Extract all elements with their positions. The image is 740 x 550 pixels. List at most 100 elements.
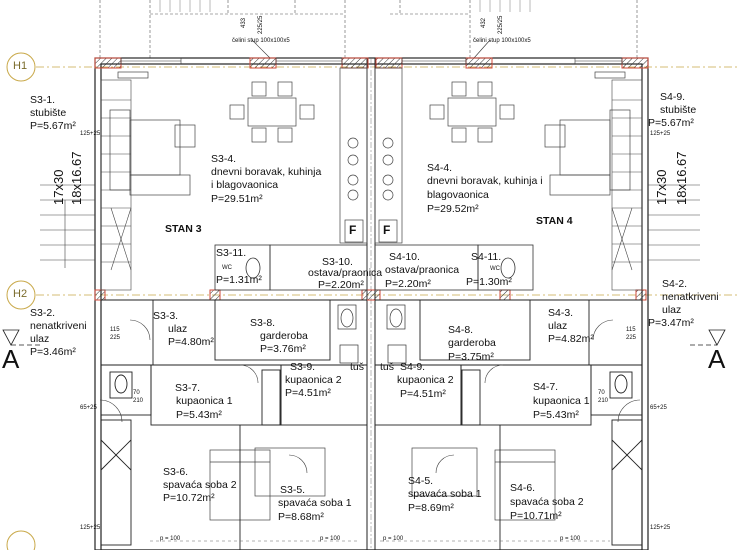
stan3-sofa [109, 71, 196, 196]
dim-65-right: 65+25 [650, 405, 667, 411]
dim-70-right: 70 [598, 390, 605, 396]
s3-3-area: P=4.80m² [168, 336, 214, 348]
s3-3-code: S3-3. [153, 310, 179, 322]
s3-8-area: P=3.76m² [260, 343, 306, 355]
dim-125-left-top: 125+25 [80, 131, 101, 137]
s3-11-area: P=1.31m² [216, 274, 262, 286]
s4-11-name: WC [490, 266, 500, 272]
s3-9-name: kupaonica 2 [285, 374, 342, 386]
s3-11-code: S3-11. [216, 247, 247, 259]
dim-125-right-bottom: 125+25 [650, 525, 671, 531]
s4-6-area: P=10.71m² [510, 510, 562, 522]
top-hatch-strip [159, 0, 531, 12]
s3-stair-dim-a: 17x30 [51, 169, 66, 205]
s4-7-name: kupaonica 1 [533, 395, 590, 407]
dim-125-left-bottom: 125+25 [80, 525, 101, 531]
s4-7-code: S4-7. [533, 381, 559, 393]
s4-10-name: ostava/praonica [385, 264, 460, 276]
s3-9-code: S3-9. [290, 361, 316, 373]
s3-10-name: ostava/praonica [308, 267, 383, 279]
s4-stair-dim-a: 17x30 [654, 169, 669, 205]
doors [99, 319, 641, 474]
dim-210-right: 210 [598, 398, 609, 404]
s3-6-area: P=10.72m² [163, 492, 215, 504]
s4-11-area: P=1.30m² [466, 276, 512, 288]
s4-4-l1: dnevni boravak, kuhinja i [427, 175, 543, 187]
top-dim-left-1: 433 [241, 17, 247, 28]
s3-2-l1: nenatkriveni [30, 320, 87, 332]
s4-4-l2: blagovaonica [427, 189, 489, 201]
bottom-dim-left: p = 100 [160, 536, 181, 542]
s4-9-area: P=5.67m² [648, 117, 694, 129]
s4-4-area: P=29.52m² [427, 203, 479, 215]
s3-stair-dim-b: 18x16.67 [69, 151, 84, 206]
s4-3-area: P=4.82m² [548, 333, 594, 345]
s4-9b-code: S4-9. [400, 361, 426, 373]
top-dim-right-1: 432 [481, 17, 487, 28]
s3-8-code: S3-8. [250, 317, 276, 329]
s3-7-code: S3-7. [175, 382, 201, 394]
top-dashed-lines [99, 0, 638, 58]
s3-1-code: S3-1. [30, 94, 56, 106]
s4-6-name: spavaća soba 2 [510, 496, 584, 508]
bedroom-walls [100, 419, 643, 550]
column-note-left: čelini stup 100x100x5 [232, 38, 290, 44]
steel-columns [94, 57, 649, 301]
stan4-dining [429, 81, 515, 143]
s4-tus: tuš [380, 361, 395, 373]
dim-210-left: 210 [133, 398, 144, 404]
section-mark-left: A [2, 344, 20, 374]
axis-label-h2: H2 [13, 288, 28, 300]
s4-stair-dim-b: 18x16.67 [674, 151, 689, 206]
s3-3-name: ulaz [168, 323, 188, 335]
s4-6-code: S4-6. [510, 482, 536, 494]
stan4-sofa [544, 71, 631, 196]
s4-7-area: P=5.43m² [533, 409, 579, 421]
s4-2-area: P=3.47m² [648, 317, 694, 329]
axis-label-h1: H1 [13, 60, 28, 72]
s4-10-area: P=2.20m² [385, 278, 431, 290]
fridge-label-left: F [349, 223, 357, 237]
s4-10-code: S4-10. [389, 251, 420, 263]
bottom-dim-mid-right: p = 100 [383, 536, 404, 542]
s4-8-area: P=3.75m² [448, 351, 494, 363]
beds [209, 447, 556, 521]
dim-225-right: 225 [626, 335, 637, 341]
section-arrows [2, 329, 726, 346]
dim-115-right: 115 [626, 327, 636, 333]
section-mark-right: A [708, 344, 726, 374]
stan3-title: STAN 3 [165, 223, 202, 235]
dim-225-left: 225 [110, 335, 121, 341]
dim-115-left: 115 [110, 327, 120, 333]
column-note-right: čelini stup 100x100x5 [473, 38, 531, 44]
s3-4-l2: i blagovaonica [211, 179, 279, 191]
s3-2-area: P=3.46m² [30, 346, 76, 358]
s3-tus: tuš [350, 361, 365, 373]
s3-2-l2: ulaz [30, 333, 50, 345]
s3-7-area: P=5.43m² [176, 409, 222, 421]
axis-h1-circle [6, 52, 36, 82]
s3-1-name: stubište [30, 107, 67, 119]
s4-3-name: ulaz [548, 320, 568, 332]
s4-5-code: S4-5. [408, 475, 434, 487]
s4-9-code: S4-9. [660, 91, 686, 103]
kitchen-units [339, 67, 403, 244]
s3-11-name: WC [222, 265, 232, 271]
s3-7-name: kupaonica 1 [176, 395, 233, 407]
s3-4-code: S3-4. [211, 153, 237, 165]
s4-2-code: S4-2. [662, 278, 688, 290]
axis-h2-circle [6, 280, 36, 310]
axis-lines [36, 66, 740, 296]
stan3-service [214, 244, 534, 291]
s4-11-code: S4-11. [471, 251, 502, 263]
s4-9b-name: kupaonica 2 [397, 374, 454, 386]
s3-4-l1: dnevni boravak, kuhinja [211, 166, 322, 178]
top-dim-right-2: 225/25 [498, 15, 504, 34]
bottom-dim-mid-left: p = 100 [320, 536, 341, 542]
s4-3-code: S4-3. [548, 307, 574, 319]
bottom-dim-right: p = 100 [560, 536, 581, 542]
stan4-stair [611, 79, 700, 291]
s3-8-name: garderoba [260, 330, 308, 342]
s4-8-name: garderoba [448, 337, 496, 349]
